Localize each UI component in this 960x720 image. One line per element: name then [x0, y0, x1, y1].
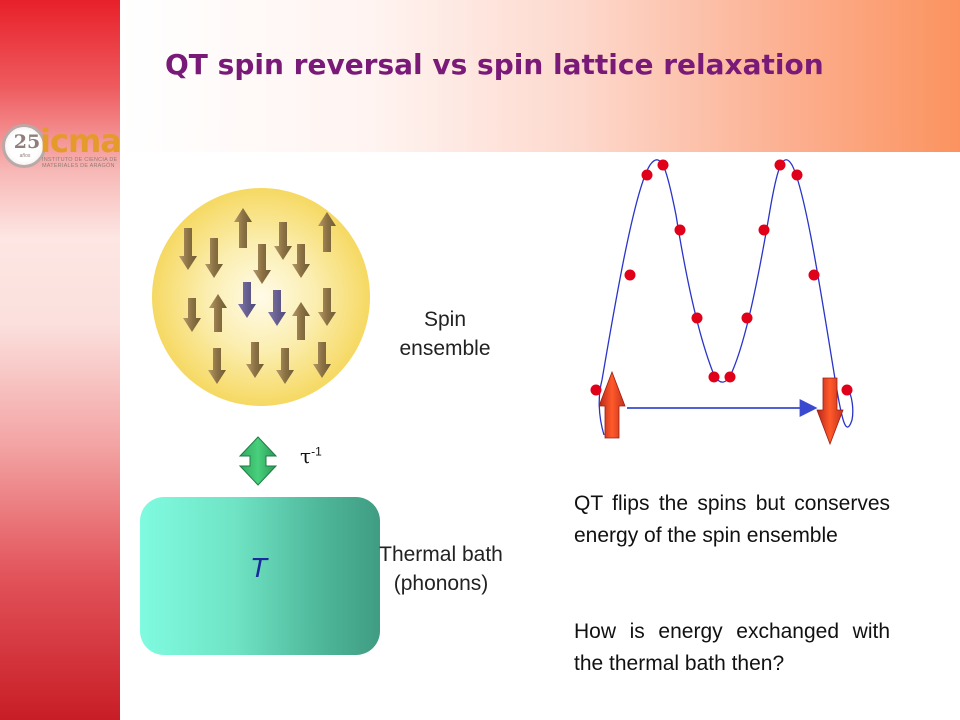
- description-question: How is energy exchanged with the thermal…: [574, 616, 890, 680]
- level-dot: [808, 269, 820, 281]
- spin-arrow: [318, 288, 336, 326]
- relaxation-rate-label: τ-1: [300, 444, 322, 468]
- level-dot: [724, 371, 736, 383]
- spin-arrow: [292, 302, 310, 340]
- bath-temperature-symbol: T: [250, 552, 268, 583]
- level-dot: [641, 169, 653, 181]
- spin-arrow: [246, 342, 264, 378]
- double-arrow-icon: [238, 436, 278, 486]
- level-dot: [741, 312, 753, 324]
- tau-exponent: -1: [311, 444, 322, 459]
- thermal-bath-label: Thermal bath (phonons): [379, 543, 503, 595]
- icma-logo: 25 años icma INSTITUTO DE CIENCIA DE MAT…: [0, 124, 125, 172]
- level-dot: [590, 384, 602, 396]
- top-decor-band: [120, 0, 960, 152]
- level-dot: [841, 384, 853, 396]
- level-dot: [774, 159, 786, 171]
- level-dot: [791, 169, 803, 181]
- level-dot: [624, 269, 636, 281]
- spin-arrow: [238, 282, 256, 318]
- spin-arrow: [313, 342, 331, 378]
- spin-arrows: [179, 208, 336, 384]
- description-qt-text: QT flips the spins but conserves energy …: [574, 492, 890, 547]
- energy-levels: [590, 159, 853, 396]
- description-question-text: How is energy exchanged with the thermal…: [574, 620, 890, 675]
- anniversary-seal: 25 años: [2, 124, 46, 168]
- spin-arrow: [276, 348, 294, 384]
- level-dot: [691, 312, 703, 324]
- spin-up-arrow-icon: [598, 370, 626, 439]
- slide-title: QT spin reversal vs spin lattice relaxat…: [165, 48, 824, 81]
- logo-wordmark: icma: [40, 122, 122, 160]
- level-dot: [758, 224, 770, 236]
- double-well-curve: [598, 159, 854, 436]
- logo-subtitle: INSTITUTO DE CIENCIA DE MATERIALES DE AR…: [42, 157, 118, 169]
- spin-arrow: [205, 238, 223, 278]
- spin-arrow: [274, 222, 292, 260]
- thermal-bath-box: [140, 497, 380, 655]
- description-qt: QT flips the spins but conserves energy …: [574, 488, 890, 552]
- spin-arrow: [179, 228, 197, 270]
- spin-arrow: [234, 208, 252, 248]
- spin-arrow: [292, 244, 310, 278]
- spin-arrow: [183, 298, 201, 332]
- spin-down-arrow-icon: [816, 377, 844, 446]
- left-decor-band: [0, 0, 120, 720]
- level-dot: [708, 371, 720, 383]
- spin-arrow: [253, 244, 271, 284]
- spin-arrow: [318, 212, 336, 252]
- spin-arrow: [268, 290, 286, 326]
- tau-symbol: τ: [300, 444, 312, 468]
- seal-number: 25: [13, 131, 41, 153]
- seal-sub: años: [19, 153, 31, 159]
- level-dot: [657, 159, 669, 171]
- spin-arrow: [209, 294, 227, 332]
- spin-ensemble-label: Spin ensemble: [399, 308, 491, 360]
- spin-arrow: [208, 348, 226, 384]
- level-dot: [674, 224, 686, 236]
